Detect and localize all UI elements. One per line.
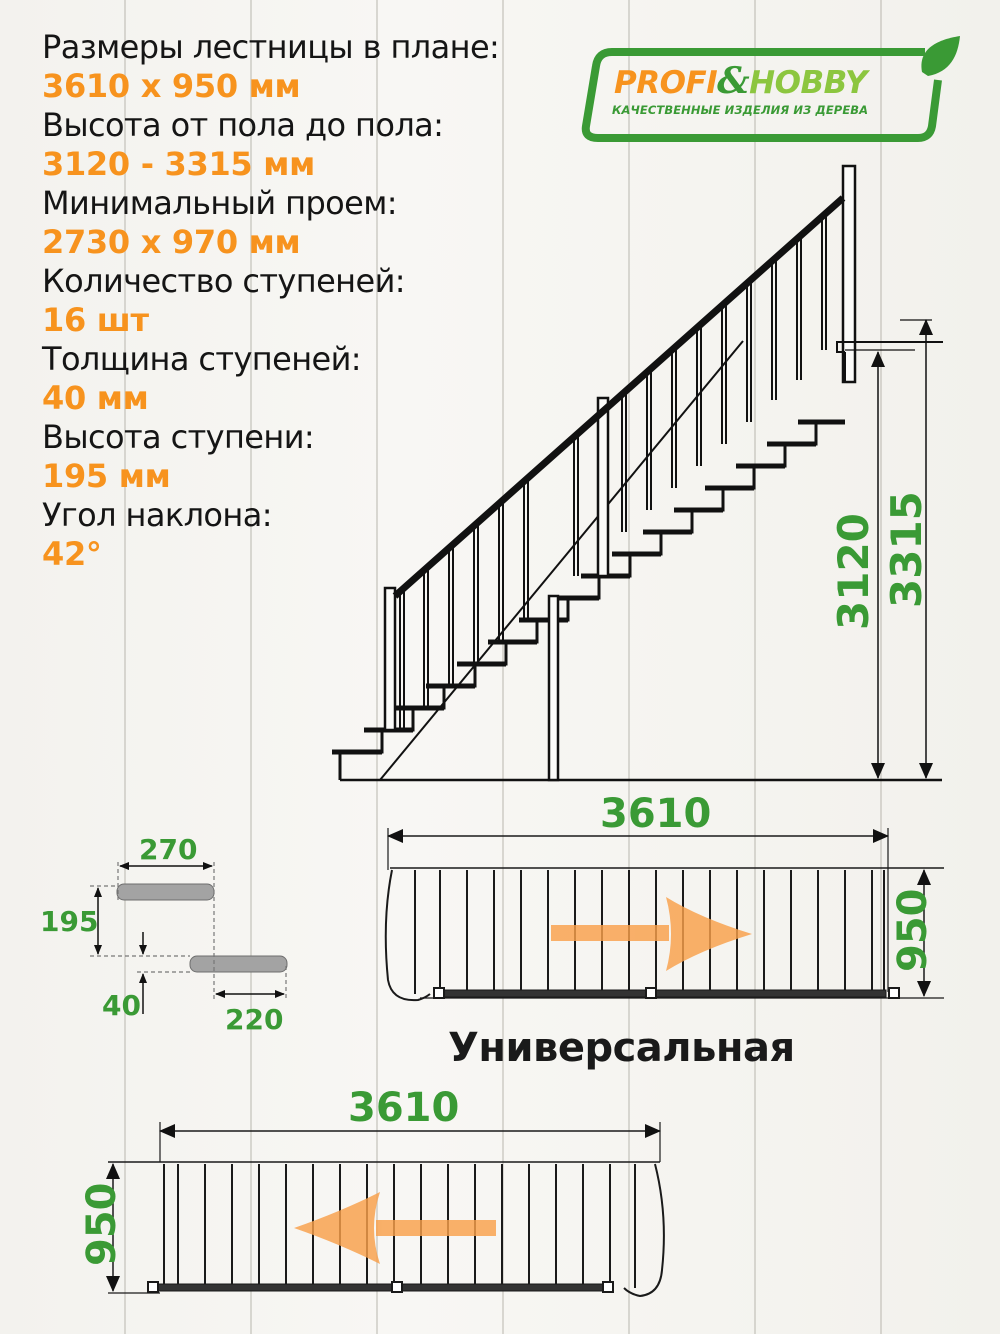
brand-profi: PROFI bbox=[614, 65, 718, 101]
spec-floor-height: Высота от пола до пола: 3120 - 3315 мм bbox=[42, 106, 499, 184]
spec-value: 40 мм bbox=[42, 379, 149, 417]
logo-frame-icon bbox=[581, 36, 960, 142]
plan-left-width-label: 950 bbox=[79, 1182, 125, 1267]
variant-label: Универсальная bbox=[448, 1025, 795, 1071]
plan-right-width-label: 950 bbox=[890, 888, 936, 973]
spec-label: Размеры лестницы в плане: bbox=[42, 28, 500, 66]
spec-step-count: Количество ступеней: 16 шт bbox=[42, 262, 499, 340]
plan-view-right bbox=[384, 828, 944, 1002]
spec-value: 42° bbox=[42, 535, 102, 573]
brand-tagline: КАЧЕСТВЕННЫЕ ИЗДЕЛИЯ ИЗ ДЕРЕВА bbox=[612, 103, 869, 117]
plan-left-length-label: 3610 bbox=[348, 1085, 460, 1131]
spec-label: Высота ступени: bbox=[42, 418, 315, 456]
step-detail-diagram bbox=[90, 862, 288, 1014]
spec-label: Количество ступеней: bbox=[42, 262, 406, 300]
thickness-label: 40 bbox=[102, 989, 141, 1022]
specifications-list: Размеры лестницы в плане: 3610 x 950 мм … bbox=[42, 28, 500, 574]
height-max-label: 3315 bbox=[882, 491, 931, 608]
height-min-label: 3120 bbox=[829, 513, 878, 630]
tread-depth-label: 220 bbox=[225, 1003, 284, 1036]
rise-label: 195 bbox=[40, 905, 99, 938]
spec-label: Угол наклона: bbox=[42, 496, 273, 534]
spec-label: Высота от пола до пола: bbox=[42, 106, 444, 144]
direction-arrow-right-icon bbox=[551, 897, 752, 971]
brand-logo: PROFI&HOBBY bbox=[614, 60, 867, 102]
brand-ampersand: & bbox=[717, 60, 750, 102]
spec-plan-size: Размеры лестницы в плане: 3610 x 950 мм bbox=[42, 28, 500, 106]
spec-value: 3120 - 3315 мм bbox=[42, 145, 315, 183]
spec-value: 3610 x 950 мм bbox=[42, 67, 301, 105]
leaf-icon bbox=[921, 36, 960, 76]
spec-step-thickness: Толщина ступеней: 40 мм bbox=[42, 340, 499, 418]
spec-value: 195 мм bbox=[42, 457, 171, 495]
spec-value: 16 шт bbox=[42, 301, 149, 339]
staircase-side-view bbox=[332, 164, 943, 782]
direction-arrow-left-icon bbox=[294, 1192, 496, 1264]
spec-step-height: Высота ступени: 195 мм bbox=[42, 418, 499, 496]
spec-label: Толщина ступеней: bbox=[42, 340, 362, 378]
spec-slope-angle: Угол наклона: 42° bbox=[42, 496, 499, 574]
going-label: 270 bbox=[139, 833, 198, 866]
brand-hobby: HOBBY bbox=[749, 65, 867, 101]
plan-view-left bbox=[106, 1122, 665, 1298]
spec-value: 2730 x 970 мм bbox=[42, 223, 301, 261]
spec-min-opening: Минимальный проем: 2730 x 970 мм bbox=[42, 184, 499, 262]
spec-label: Минимальный проем: bbox=[42, 184, 398, 222]
plan-right-length-label: 3610 bbox=[600, 791, 712, 837]
